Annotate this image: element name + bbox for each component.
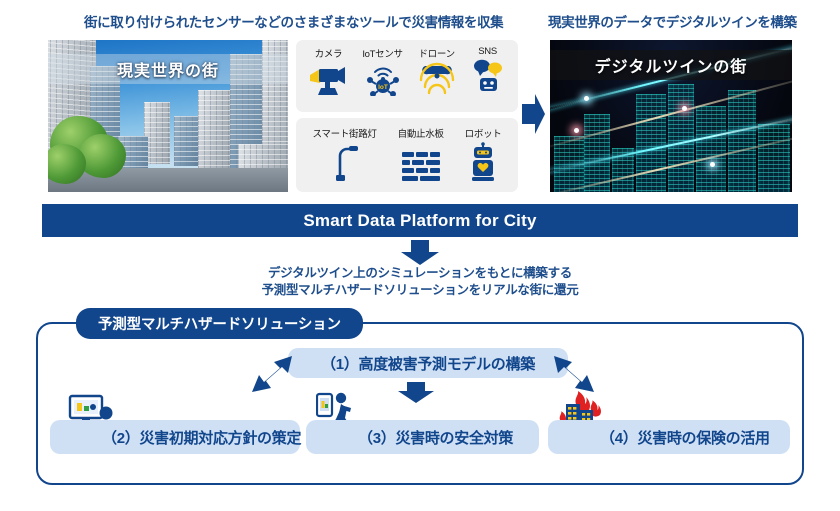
tools-row1-card: カメラ IoTセンサ xyxy=(296,40,518,112)
solution-item-1[interactable]: （1）高度被害予測モデルの構築 xyxy=(288,348,568,378)
digital-twin-label-band: デジタルツインの街 xyxy=(550,50,792,80)
building-shape xyxy=(144,102,170,164)
tools-panel: カメラ IoTセンサ xyxy=(296,40,518,192)
building-shape xyxy=(230,54,266,170)
building-shape xyxy=(174,116,198,166)
sns-icon xyxy=(471,59,505,93)
solution-item-2-label: （2）災害初期対応方針の策定 xyxy=(102,429,302,447)
solution-item-1-label: （1）高度被害予測モデルの構築 xyxy=(321,355,535,373)
svg-text:IoT: IoT xyxy=(378,84,388,91)
real-city-label-band: 現実世界の街 xyxy=(48,54,288,84)
robot-icon xyxy=(469,142,497,182)
light-spark xyxy=(682,106,687,111)
digital-building-shape xyxy=(612,148,634,192)
tool-streetlight[interactable]: スマート街路灯 xyxy=(313,126,377,182)
tool-water-barrier[interactable]: 自動止水板 xyxy=(398,126,444,182)
tool-drone[interactable]: ドローン xyxy=(418,46,456,96)
solution-item-4-label: （4）災害時の保険の活用 xyxy=(600,429,770,447)
digital-building-shape xyxy=(584,114,610,192)
tools-row2-card: スマート街路灯 自動止水板 xyxy=(296,118,518,192)
arrow-diagonal-down-left-icon xyxy=(252,356,292,392)
solution-item-3-label: （3）災害時の安全対策 xyxy=(358,429,514,447)
drone-icon xyxy=(418,62,456,96)
iot-sensor-icon: IoT xyxy=(364,62,402,96)
tree-shape xyxy=(78,134,126,178)
tool-camera[interactable]: カメラ xyxy=(309,46,347,96)
tool-streetlight-label: スマート街路灯 xyxy=(312,129,377,140)
tool-sns-label: SNS xyxy=(478,46,497,57)
digital-twin-photo: デジタルツインの街 xyxy=(550,40,792,192)
solution-frame xyxy=(36,322,804,485)
caption-line-2: 予測型マルチハザードソリューションをリアルな街に還元 xyxy=(261,283,579,297)
tool-robot-label: ロボット xyxy=(464,129,502,140)
platform-bar: Smart Data Platform for City xyxy=(42,204,798,237)
solution-title-badge: 予測型マルチハザードソリューション xyxy=(76,308,363,339)
arrow-down-icon xyxy=(401,240,439,265)
solution-item-3[interactable]: （3）災害時の安全対策 xyxy=(306,420,539,454)
tool-drone-label: ドローン xyxy=(418,49,455,60)
streetlight-icon xyxy=(330,142,360,182)
tool-camera-label: カメラ xyxy=(314,49,343,60)
digital-building-shape xyxy=(668,84,694,192)
light-spark xyxy=(584,96,589,101)
solution-item-4[interactable]: （4）災害時の保険の活用 xyxy=(548,420,790,454)
tool-iot-sensor[interactable]: IoTセンサ IoT xyxy=(362,46,403,96)
light-spark xyxy=(574,128,579,133)
platform-title: Smart Data Platform for City xyxy=(303,210,537,230)
tree-shape xyxy=(48,144,86,184)
water-barrier-icon xyxy=(401,142,441,182)
digital-building-shape xyxy=(728,90,756,192)
tool-water-barrier-label: 自動止水板 xyxy=(397,129,444,140)
tool-iot-sensor-label: IoTセンサ xyxy=(362,49,403,60)
arrow-diagonal-down-right-icon xyxy=(554,356,594,392)
digital-building-shape xyxy=(696,106,726,192)
solution-item-2[interactable]: （2）災害初期対応方針の策定 xyxy=(50,420,302,454)
real-city-photo: 現実世界の街 xyxy=(48,40,288,192)
light-spark xyxy=(710,162,715,167)
camera-icon xyxy=(309,62,347,96)
arrow-right-icon xyxy=(522,94,545,134)
header-right-text: 現実世界のデータでデジタルツインを構築 xyxy=(548,15,797,30)
digital-twin-label: デジタルツインの街 xyxy=(594,59,748,76)
tool-sns[interactable]: SNS xyxy=(471,46,505,93)
caption-line-1: デジタルツイン上のシミュレーションをもとに構築する xyxy=(267,266,572,280)
digital-building-shape xyxy=(636,94,666,192)
digital-building-shape xyxy=(758,124,790,192)
tool-robot[interactable]: ロボット xyxy=(465,126,502,182)
header-left-text: 街に取り付けられたセンサーなどのさまざまなツールで災害情報を収集 xyxy=(84,15,504,30)
arrow-down-small-icon xyxy=(398,382,434,403)
building-shape xyxy=(198,90,232,168)
real-city-label: 現実世界の街 xyxy=(116,63,219,80)
